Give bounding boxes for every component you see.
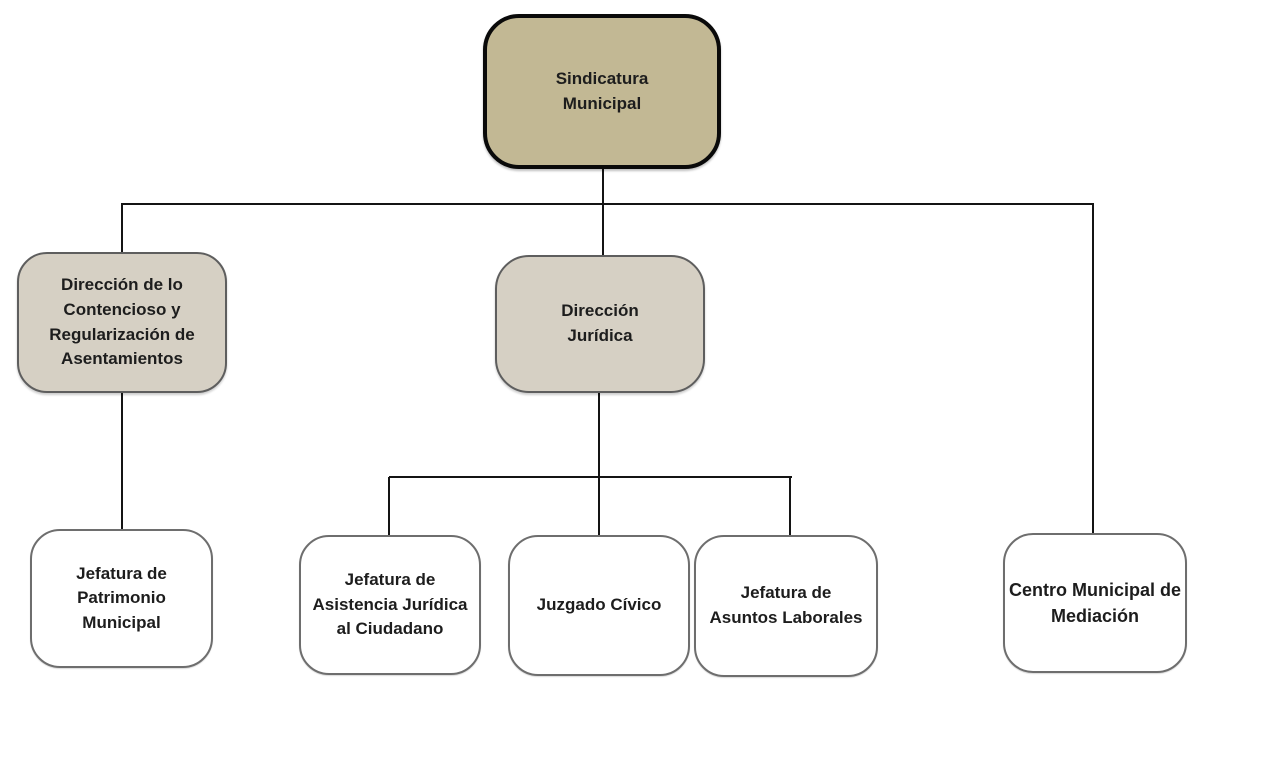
org-node-jefatura-asuntos-laborales: Jefatura de Asuntos Laborales [694, 535, 878, 677]
connector-tier1-to-contencioso [121, 204, 123, 254]
org-node-label: Centro Municipal de Mediación [1008, 579, 1181, 626]
connector-contencioso-to-patrimonio [121, 392, 123, 531]
connector-tier2-to-laborales [789, 477, 791, 537]
org-node-label: Jefatura de Asuntos Laborales [709, 583, 863, 627]
org-node-label: Jefatura de Asistencia Jurídica al Ciuda… [312, 570, 468, 639]
org-node-direccion-contencioso: Dirección de lo Contencioso y Regulariza… [17, 252, 227, 393]
connector-tier1-to-mediacion [1092, 204, 1094, 535]
org-node-direccion-juridica: Dirección Jurídica [495, 255, 705, 393]
connector-juridica-to-juzgado [598, 392, 600, 537]
org-node-label: Dirección Jurídica [561, 301, 639, 345]
connector-tier2-horizontal-bar [389, 476, 792, 478]
org-node-centro-mediacion: Centro Municipal de Mediación [1003, 533, 1187, 673]
org-node-label: Dirección de lo Contencioso y Regulariza… [49, 275, 195, 369]
org-node-label: Juzgado Cívico [536, 595, 662, 615]
connector-tier2-to-asistencia [388, 477, 390, 537]
org-node-jefatura-asistencia-juridica: Jefatura de Asistencia Jurídica al Ciuda… [299, 535, 481, 675]
connector-root-to-juridica [602, 169, 604, 257]
org-node-sindicatura-municipal: Sindicatura Municipal [483, 14, 721, 169]
org-node-juzgado-civico: Juzgado Cívico [508, 535, 690, 676]
connector-tier1-horizontal-bar [121, 203, 1094, 205]
org-node-label: Sindicatura Municipal [555, 68, 649, 113]
org-node-jefatura-patrimonio: Jefatura de Patrimonio Municipal [30, 529, 213, 668]
org-node-label: Jefatura de Patrimonio Municipal [76, 563, 167, 632]
